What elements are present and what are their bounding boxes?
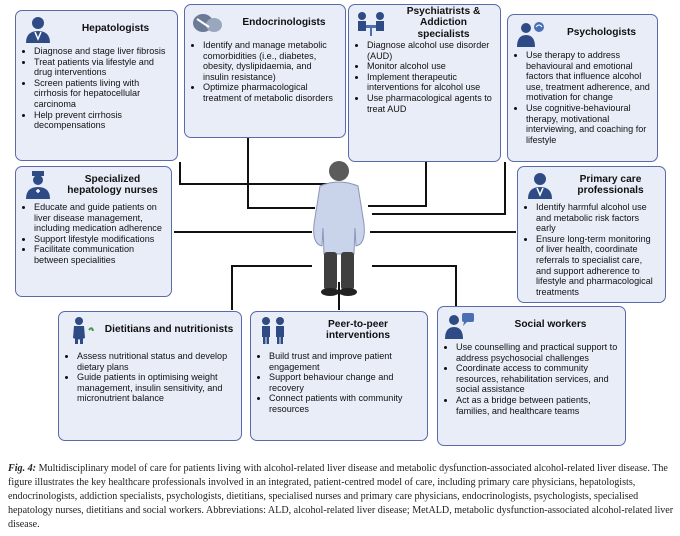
box-title: Psychiatrists & Addiction specialists — [406, 5, 481, 40]
list-item: Help prevent cirrhosis decompensations — [34, 110, 171, 131]
list-item: Optimize pharmacological treatment of me… — [203, 82, 339, 103]
list-item: Act as a bridge between patients, famili… — [456, 395, 619, 416]
box-endocrinologists: Endocrinologists Identify and manage met… — [184, 4, 346, 138]
box-title: Specialized hepatology nurses — [67, 173, 158, 197]
peers-icon — [262, 317, 284, 344]
box-hepatologists: Hepatologists Diagnose and stage liver f… — [15, 10, 178, 161]
link-endocrinologists — [247, 136, 315, 209]
organ-icon — [193, 14, 222, 32]
list-item: Diagnose and stage liver fibrosis — [34, 46, 171, 57]
list-item: Support lifestyle modifications — [34, 234, 165, 245]
list-item: Identify harmful alcohol use and metabol… — [536, 202, 659, 234]
care-model-diagram: Hepatologists Diagnose and stage liver f… — [0, 0, 680, 446]
box-title: Hepatologists — [81, 23, 150, 35]
box-title: Endocrinologists — [242, 17, 326, 29]
list-item: Screen patients living with cirrhosis fo… — [34, 78, 171, 110]
bullet-list: Diagnose and stage liver fibrosis Treat … — [22, 46, 171, 131]
caption-text: Multidisciplinary model of care for pati… — [8, 463, 674, 530]
box-social-workers: Social workers Use counselling and pract… — [437, 306, 626, 446]
brain-icon — [517, 22, 544, 47]
link-social — [372, 265, 457, 306]
bullet-list: Educate and guide patients on liver dise… — [22, 202, 165, 266]
list-item: Guide patients in optimising weight mana… — [77, 372, 235, 404]
list-item: Educate and guide patients on liver dise… — [34, 202, 165, 234]
figure-caption: Fig. 4: Multidisciplinary model of care … — [8, 462, 674, 532]
doctor-icon — [528, 173, 552, 199]
list-item: Support behaviour change and recovery — [269, 372, 421, 393]
doctor-icon — [26, 17, 50, 43]
counselling-icon — [358, 12, 384, 36]
list-item: Use cognitive-behavioural therapy, motiv… — [526, 103, 651, 145]
list-item: Connect patients with community resource… — [269, 393, 421, 414]
bullet-list: Use counselling and practical support to… — [444, 342, 619, 416]
list-item: Diagnose alcohol use disorder (AUD) — [367, 40, 494, 61]
list-item: Facilitate communication between special… — [34, 244, 165, 265]
bullet-list: Diagnose alcohol use disorder (AUD) Moni… — [355, 40, 494, 114]
box-title: Dietitians and nutritionists — [104, 324, 234, 336]
box-psychologists: Psychologists Use therapy to address beh… — [507, 14, 658, 162]
box-title: Primary care professionals — [577, 173, 644, 197]
box-nurses: Specialized hepatology nurses Educate an… — [15, 166, 172, 297]
list-item: Identify and manage metabolic comorbidit… — [203, 40, 339, 82]
caption-label: Fig. 4: — [8, 463, 37, 474]
nurse-icon — [26, 171, 50, 199]
box-psychiatrists: Psychiatrists & Addiction specialists Di… — [348, 4, 501, 162]
link-dietitians — [231, 265, 312, 310]
box-title: Psychologists — [566, 27, 637, 39]
list-item: Ensure long-term monitoring of liver hea… — [536, 234, 659, 298]
box-primary-care: Primary care professionals Identify harm… — [517, 166, 666, 303]
list-item: Use therapy to address behavioural and e… — [526, 50, 651, 103]
link-psychiatrists — [368, 162, 427, 207]
bullet-list: Assess nutritional status and develop di… — [65, 351, 235, 404]
bullet-list: Use therapy to address behavioural and e… — [514, 50, 651, 145]
list-item: Monitor alcohol use — [367, 61, 494, 72]
connector-lines — [174, 136, 516, 310]
bullet-list: Build trust and improve patient engageme… — [257, 351, 421, 415]
list-item: Use pharmacological agents to treat AUD — [367, 93, 494, 114]
list-item: Treat patients via lifestyle and drug in… — [34, 57, 171, 78]
list-item: Implement therapeutic interventions for … — [367, 72, 494, 93]
box-title: Peer-to-peer interventions — [326, 318, 390, 342]
link-psychologists — [372, 162, 506, 215]
bullet-list: Identify harmful alcohol use and metabol… — [524, 202, 659, 297]
list-item: Use counselling and practical support to… — [456, 342, 619, 363]
box-dietitians: Dietitians and nutritionists Assess nutr… — [58, 311, 242, 441]
body-icon — [73, 317, 94, 344]
bullet-list: Identify and manage metabolic comorbidit… — [191, 40, 339, 104]
list-item: Assess nutritional status and develop di… — [77, 351, 235, 372]
list-item: Coordinate access to community resources… — [456, 363, 619, 395]
box-peer-to-peer: Peer-to-peer interventions Build trust a… — [250, 311, 428, 441]
patient-figure-icon — [313, 161, 365, 296]
list-item: Build trust and improve patient engageme… — [269, 351, 421, 372]
box-title: Social workers — [514, 319, 587, 331]
social-worker-icon — [445, 313, 474, 339]
